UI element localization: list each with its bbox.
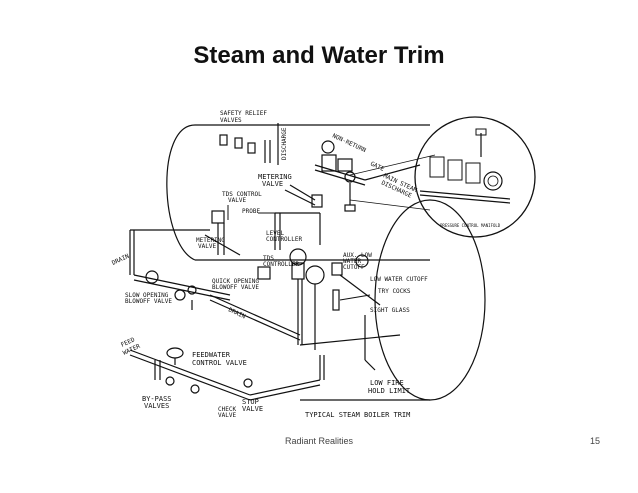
level-controller-label-2: CONTROLLER [266, 236, 303, 243]
bypass-label-2: VALVES [144, 402, 169, 410]
check-valve-label-1: CHECK [218, 406, 236, 413]
low-water-cutoff-label: LOW WATER CUTOFF [370, 276, 428, 283]
level-controller-label-1: LEVEL [266, 230, 284, 237]
non-return-label: NON-RETURN [331, 132, 367, 154]
try-cocks-leader [339, 294, 371, 301]
metering-valve-mid-label-1: METERING [196, 237, 225, 244]
low-fire-label-1: LOW FIRE [370, 379, 404, 387]
low-fire-label-2: HOLD LIMIT [368, 387, 411, 395]
low-fire-hold [364, 315, 376, 371]
bypass-label-1: BY-PASS [142, 395, 172, 403]
safety-relief-valves [219, 123, 279, 165]
tds-controller-label-1: TDS [263, 255, 274, 262]
level-controller [204, 210, 321, 256]
quick-opening-label-1: QUICK OPENING [212, 278, 259, 285]
safety-relief-label-2: VALVES [220, 117, 242, 124]
metering-valve-top-label-1: METERING [258, 173, 292, 181]
quick-opening-label-2: BLOWOFF VALVE [212, 284, 259, 291]
feedwater-control-label-1: FEEDWATER [192, 351, 231, 359]
tds-controller-label-2: CONTROLLER [263, 261, 300, 268]
aux-low-water-label-3: CUTOFF [343, 264, 365, 271]
diagram-caption: TYPICAL STEAM BOILER TRIM [305, 411, 410, 419]
metering-valve-top-label-2: VALVE [262, 180, 283, 188]
slow-opening-label-1: SLOW OPENING [125, 292, 169, 299]
metering-valve-top [284, 184, 323, 208]
drain-left-label: DRAIN [111, 253, 131, 267]
stop-valve-label-2: VALVE [242, 405, 263, 413]
tds-control-label-2: VALVE [228, 197, 246, 204]
sight-glass-label: SIGHT GLASS [370, 307, 410, 314]
feedwater-control-label-2: CONTROL VALVE [192, 359, 247, 367]
water-column [289, 248, 381, 350]
gate-label: GATE [369, 160, 385, 173]
page-number: 15 [589, 436, 600, 446]
pressure-control-label: PRESSURE CONTROL MANIFOLD [440, 223, 501, 228]
try-cocks-label: TRY COCKS [378, 288, 411, 295]
feedwater-piping [129, 347, 325, 401]
aux-low-water-label-2: WATER [343, 258, 361, 265]
manifold-magnifier [349, 116, 536, 238]
steam-boiler-trim-diagram: PRESSURE CONTROL MANIFOLD SAFETY RELIEF … [111, 110, 536, 419]
aux-low-water-label-1: AUX. LOW [343, 252, 372, 259]
tds-controller-box [257, 266, 271, 280]
drain-center-label: DRAIN [227, 306, 247, 320]
metering-valve-mid-label-2: VALVE [198, 243, 216, 250]
stop-valve-label-1: STOP [242, 398, 259, 406]
footer-text: Radiant Realities [284, 436, 354, 446]
discharge-label: DISCHARGE [281, 127, 288, 160]
safety-relief-label-1: SAFETY RELIEF [220, 110, 267, 117]
drain-piping [129, 229, 401, 346]
boiler-shell [166, 124, 486, 401]
check-valve-label-2: VALVE [218, 412, 236, 419]
main-steam-valves [314, 140, 421, 212]
tds-control-label-1: TDS CONTROL [222, 191, 262, 198]
slow-opening-label-2: BLOWOFF VALVE [125, 298, 172, 305]
slide-title: Steam and Water Trim [193, 42, 445, 69]
probe-label: PROBE [242, 208, 260, 215]
